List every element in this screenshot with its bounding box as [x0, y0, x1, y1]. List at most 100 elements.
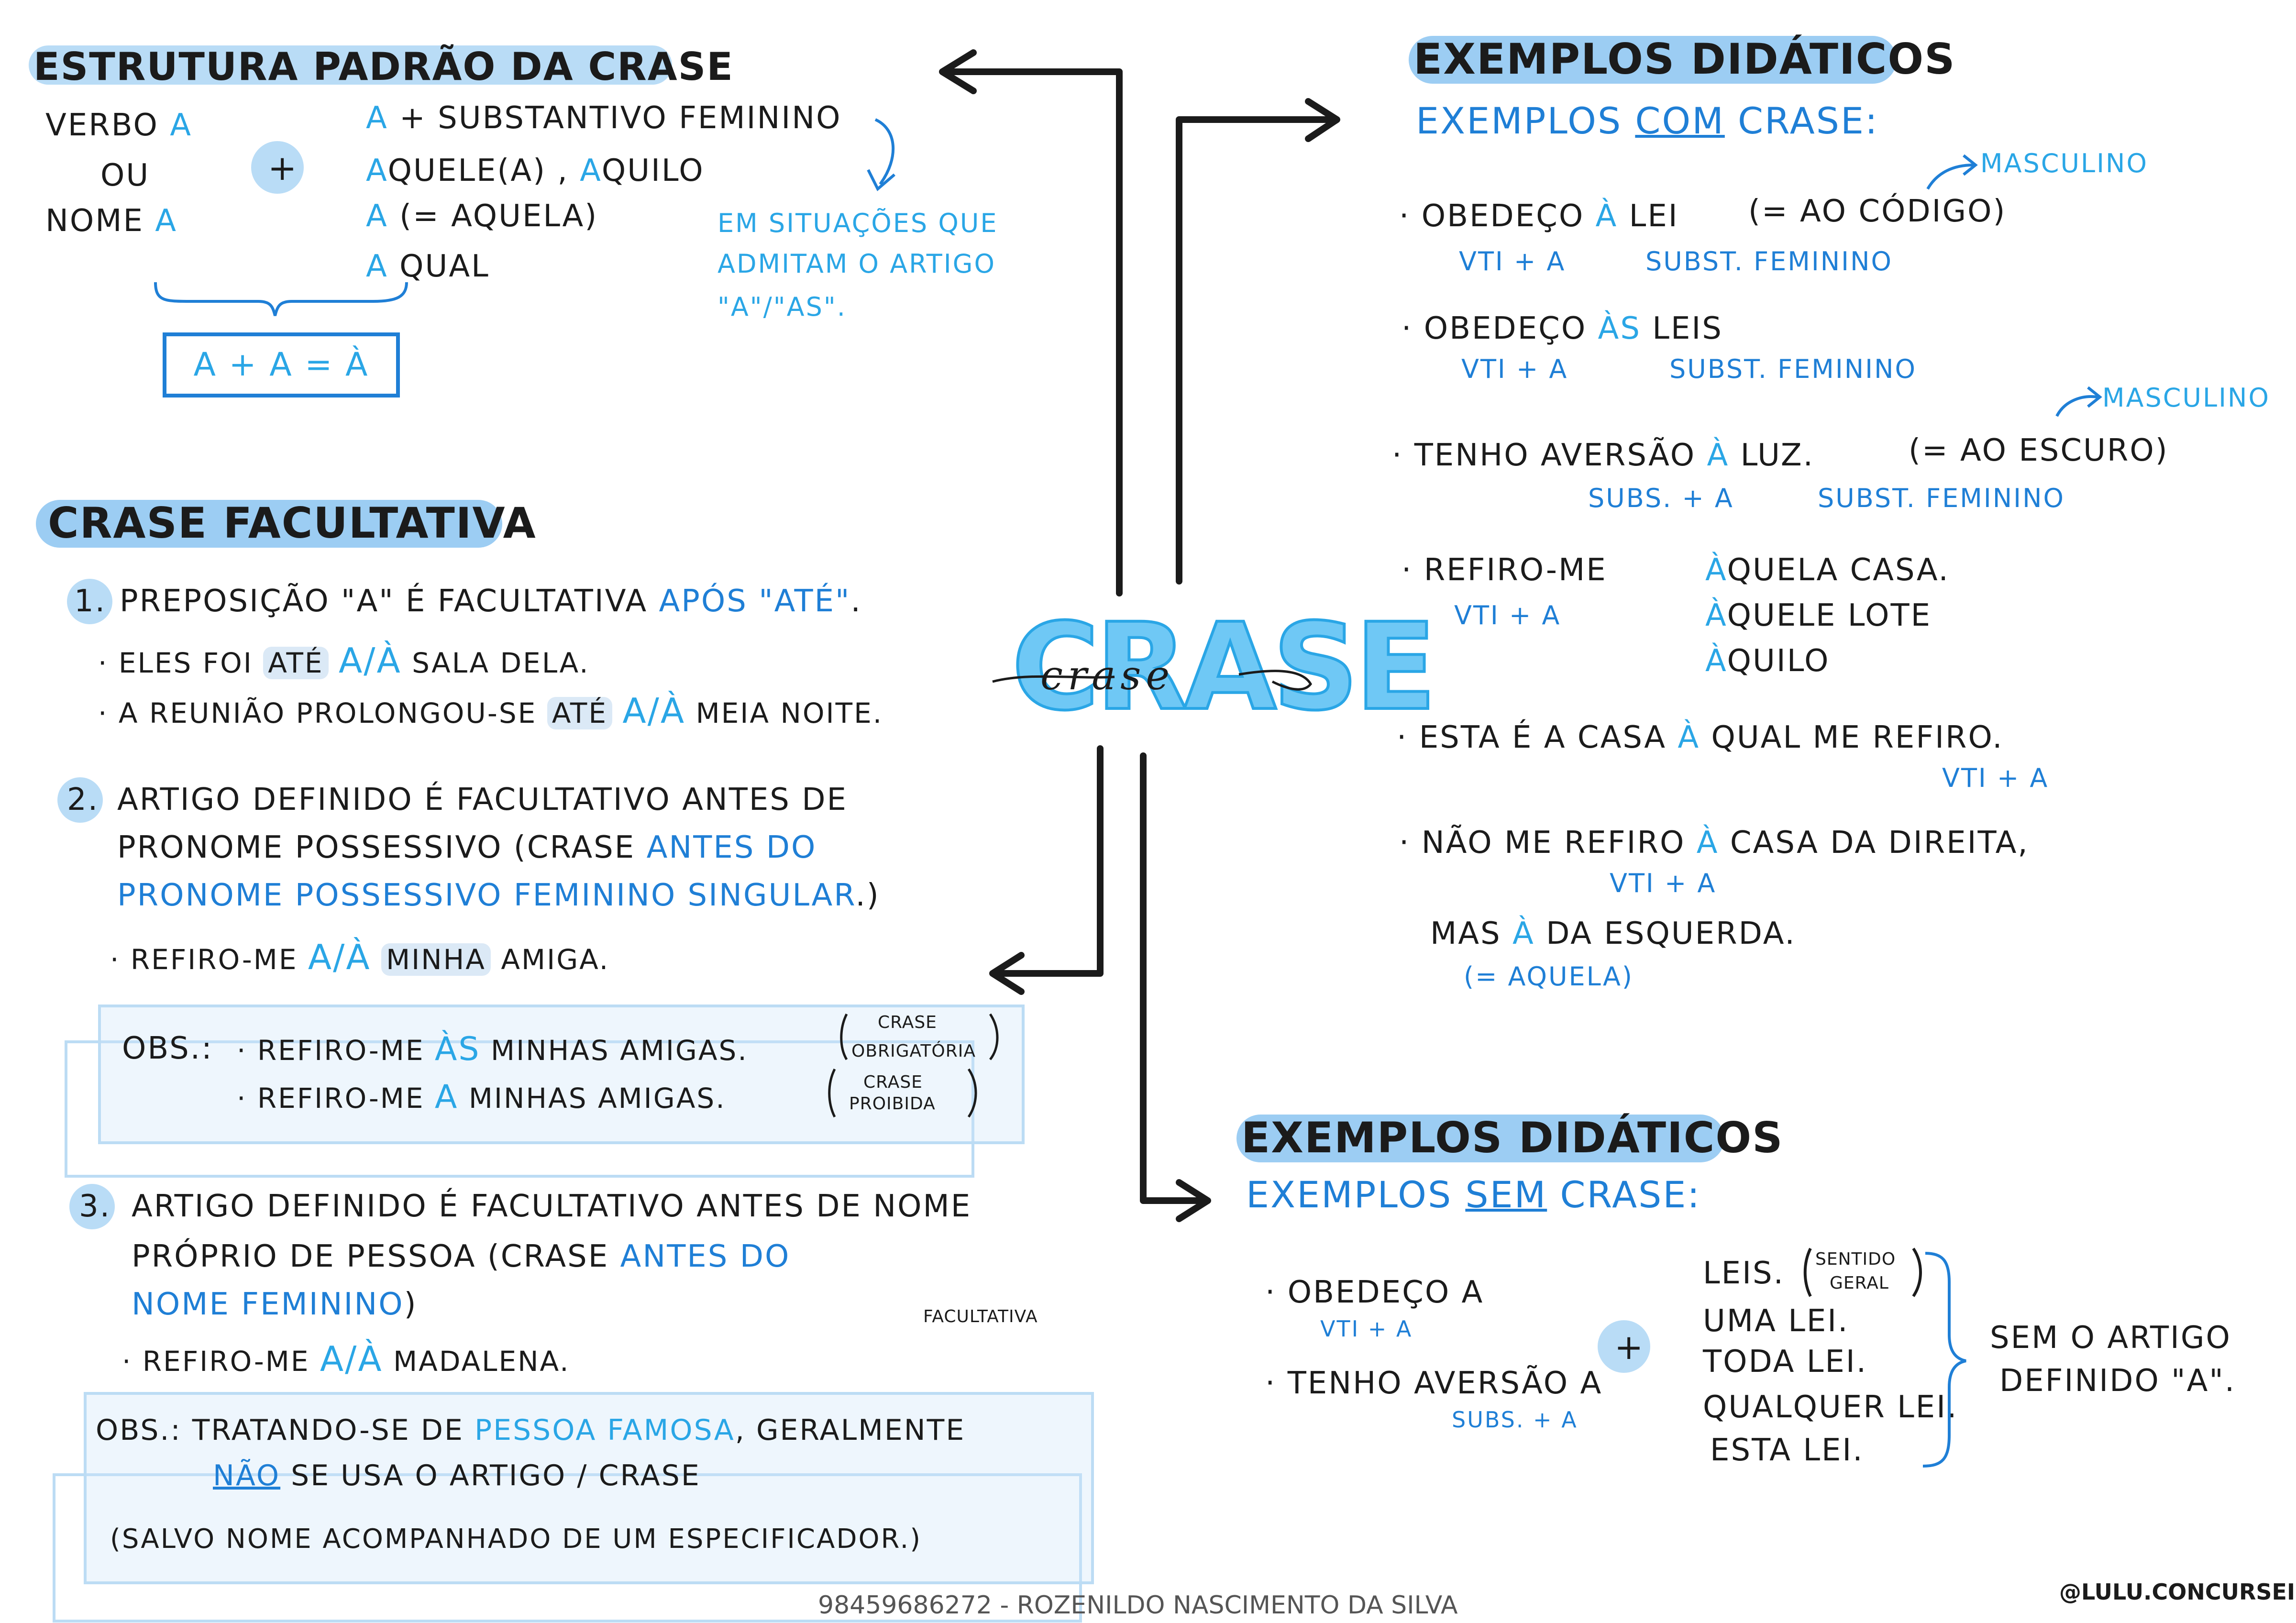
sem-title: EXEMPLOS DIDÁTICOS: [1241, 1113, 1784, 1162]
item2-obs-1-note-1: CRASE: [878, 1013, 937, 1032]
formula-box: A + A = À: [163, 332, 400, 397]
com-title-highlight: [1409, 36, 1897, 84]
item2-line-2: PRONOME POSSESSIVO (CRASE ANTES DO: [117, 830, 817, 865]
item2-obs-1: · REFIRO-ME ÀS MINHAS AMIGAS.: [237, 1030, 748, 1068]
item3-line-2: PRÓPRIO DE PESSOA (CRASE ANTES DO: [132, 1239, 791, 1274]
estrutura-left-1: VERBO A: [45, 108, 192, 143]
estrutura-title-highlight: [29, 45, 672, 85]
estrutura-title: ESTRUTURA PADRÃO DA CRASE: [33, 44, 734, 89]
sem-list-4: ESTA LEI.: [1710, 1433, 1864, 1468]
com-title: EXEMPLOS DIDÁTICOS: [1413, 34, 1956, 84]
item1-text: PREPOSIÇÃO "A" É FACULTATIVA APÓS "ATÉ".: [120, 584, 862, 619]
sem-list-note-1: SENTIDO: [1815, 1249, 1896, 1269]
sem-list-1: UMA LEI.: [1703, 1303, 1849, 1339]
sem-title-highlight: [1236, 1115, 1724, 1162]
sem-subtitle: EXEMPLOS SEM CRASE:: [1246, 1173, 1701, 1216]
item2-line-1: ARTIGO DEFINIDO É FACULTATIVO ANTES DE: [117, 782, 848, 817]
com-e6-label: VTI + A: [1610, 868, 1717, 898]
item2-obs-1-note-2: OBRIGATÓRIA: [851, 1041, 976, 1061]
com-e3-label-1: SUBS. + A: [1588, 483, 1734, 513]
center-script: crase: [1040, 652, 1175, 699]
com-e2: · OBEDEÇO ÀS LEIS: [1402, 311, 1723, 346]
item2-obs-label: OBS.:: [122, 1031, 213, 1066]
com-subtitle: EXEMPLOS COM CRASE:: [1416, 99, 1879, 142]
sem-conclusion-1: SEM O ARTIGO: [1990, 1320, 2231, 1356]
item3-obs-box: [84, 1392, 1094, 1584]
com-e1-label-1: VTI + A: [1459, 246, 1566, 276]
com-e7-label: (= AQUELA): [1464, 961, 1634, 992]
item3-example: · REFIRO-ME A/À MADALENA.: [122, 1339, 570, 1379]
estrutura-right-3: A (= AQUELA): [366, 199, 598, 234]
estrutura-plus-circle: [251, 141, 304, 194]
com-e3-label-2: SUBST. FEMININO: [1818, 483, 2065, 513]
item2-obs-box: [98, 1005, 1025, 1144]
center-title: CRASE: [1010, 597, 1438, 737]
footer-handle: @LULU.CONCURSEIRA: [2059, 1579, 2296, 1605]
sem-s2: · TENHO AVERSÃO A: [1265, 1366, 1603, 1401]
estrutura-right-2: AQUELE(A) , AQUILO: [366, 153, 705, 188]
com-e3: · TENHO AVERSÃO À LUZ.: [1392, 438, 1814, 473]
footer-watermark: 98459686272 - ROZENILDO NASCIMENTO DA SI…: [818, 1591, 1458, 1620]
item3-line-3: NOME FEMININO): [132, 1287, 418, 1322]
estrutura-note-3: "A"/"AS".: [718, 292, 847, 322]
item3-number-circle: [69, 1184, 115, 1229]
item3-line-1: ARTIGO DEFINIDO É FACULTATIVO ANTES DE N…: [132, 1189, 972, 1224]
item2-number-circle: [57, 777, 103, 823]
item1-example-1: · ELES FOI ATÉ A/À SALA DELA.: [98, 640, 590, 681]
com-e2-label-2: SUBST. FEMININO: [1669, 354, 1917, 384]
plus-icon: +: [268, 148, 298, 188]
sem-list-note-2: GERAL: [1830, 1273, 1889, 1293]
com-e1-label-2: SUBST. FEMININO: [1645, 246, 1893, 276]
com-e2-label-1: VTI + A: [1461, 354, 1568, 384]
item3-number: 3.: [79, 1189, 111, 1224]
com-e4-label: VTI + A: [1454, 600, 1561, 630]
item2-line-3: PRONOME POSSESSIVO FEMININO SINGULAR.): [117, 878, 880, 913]
com-e5-label: VTI + A: [1942, 763, 2049, 793]
com-e1: · OBEDEÇO À LEI: [1399, 199, 1679, 234]
com-e3-paren: (= AO ESCURO): [1909, 433, 2169, 468]
com-e6: · NÃO ME REFIRO À CASA DA DIREITA,: [1399, 825, 2029, 861]
item2-obs-2-note-2: PROIBIDA: [849, 1094, 936, 1114]
com-e3-masculino: MASCULINO: [2102, 383, 2270, 413]
estrutura-right-4: A QUAL: [366, 249, 490, 284]
item3-obs-box-shadow: [53, 1473, 1082, 1623]
item2-obs-2-note-1: CRASE: [863, 1072, 923, 1092]
com-e4-r1: ÀQUELA CASA.: [1705, 552, 1950, 588]
item1-number: 1.: [74, 584, 107, 619]
estrutura-note-1: EM SITUAÇÕES QUE: [718, 208, 998, 238]
sem-list-3: QUALQUER LEI.: [1703, 1390, 1958, 1425]
estrutura-note-2: ADMITAM O ARTIGO: [718, 249, 996, 279]
sem-plus-icon: +: [1614, 1327, 1645, 1367]
estrutura-left-3: NOME A: [45, 203, 178, 239]
com-e1-masculino: MASCULINO: [1980, 148, 2148, 178]
item3-obs-line-2: NÃO SE USA O ARTIGO / CRASE: [213, 1459, 701, 1492]
com-e1-paren: (= AO CÓDIGO): [1748, 194, 2007, 229]
sem-list-0: LEIS.: [1703, 1256, 1785, 1291]
com-e4: · REFIRO-ME: [1402, 552, 1607, 588]
sem-s1: · OBEDEÇO A: [1265, 1275, 1484, 1310]
item3-side-note: FACULTATIVA: [923, 1307, 1038, 1326]
sem-s2-label: SUBS. + A: [1452, 1407, 1578, 1433]
item2-obs-2: · REFIRO-ME A MINHAS AMIGAS.: [237, 1078, 726, 1116]
item2-example: · REFIRO-ME A/À MINHA AMIGA.: [110, 937, 610, 977]
com-e4-r2: ÀQUELE LOTE: [1705, 598, 1932, 633]
sem-list-2: TODA LEI.: [1703, 1344, 1868, 1380]
com-e7: MAS À DA ESQUERDA.: [1430, 916, 1796, 951]
facultativa-title: CRASE FACULTATIVA: [48, 498, 537, 548]
sem-s1-label: VTI + A: [1320, 1316, 1413, 1342]
estrutura-left-2: OU: [100, 158, 150, 193]
facultativa-title-highlight: [36, 500, 502, 548]
estrutura-right-1: A + SUBSTANTIVO FEMININO: [366, 100, 842, 136]
item1-number-circle: [67, 579, 112, 624]
sem-plus-circle: [1598, 1320, 1650, 1373]
item3-obs-line-3: (SALVO NOME ACOMPANHADO DE UM ESPECIFICA…: [110, 1524, 922, 1555]
item2-number: 2.: [67, 782, 99, 817]
item3-obs-line-1: OBS.: TRATANDO-SE DE PESSOA FAMOSA, GERA…: [96, 1413, 966, 1447]
com-e4-r3: ÀQUILO: [1705, 643, 1830, 679]
item1-example-2: · A REUNIÃO PROLONGOU-SE ATÉ A/À MEIA NO…: [98, 691, 883, 731]
